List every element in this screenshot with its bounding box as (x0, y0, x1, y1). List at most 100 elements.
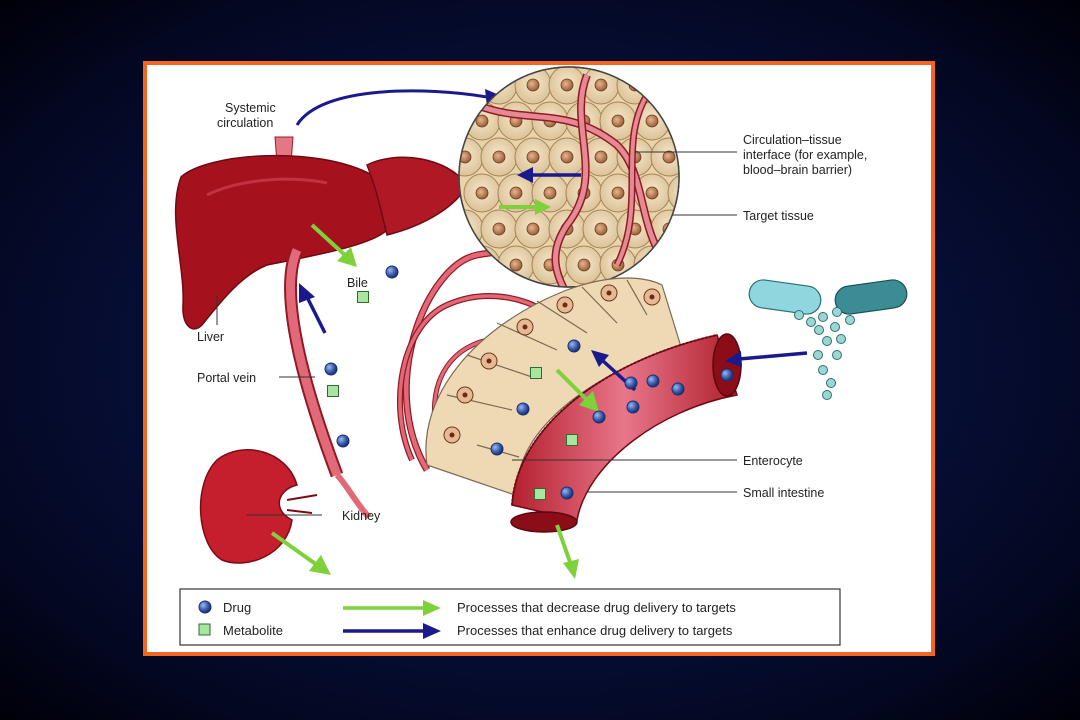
metabolite-molecules (327, 291, 578, 500)
tissue-cell (667, 245, 679, 285)
portal-vein (284, 247, 372, 520)
nucleolus (486, 358, 492, 364)
pellet (822, 390, 832, 400)
metabolite-molecule (327, 385, 339, 397)
cell-nucleus (645, 258, 659, 272)
nucleolus (449, 432, 455, 438)
nucleolus (606, 290, 612, 296)
legend-metabolite-label: Metabolite (223, 623, 283, 638)
pellet (806, 317, 816, 327)
kidney (199, 449, 318, 564)
pellet (814, 325, 824, 335)
drug-molecule (560, 486, 574, 500)
tissue-cell (667, 101, 679, 141)
drug-molecule (336, 434, 350, 448)
cell-nucleus (680, 259, 692, 271)
cell-nucleus (594, 222, 608, 236)
pellet (794, 310, 804, 320)
cell-nucleus (509, 258, 523, 272)
label-portal-vein: Portal vein (197, 371, 256, 385)
cell-nucleus (560, 150, 574, 164)
cell-nucleus (509, 186, 523, 200)
drug-molecule (567, 339, 581, 353)
drug-molecules (324, 265, 734, 500)
cell-nucleus (611, 114, 625, 128)
pellet (832, 307, 842, 317)
nucleolus (522, 324, 528, 330)
cell-nucleus (475, 258, 489, 272)
cell-nucleus (492, 222, 506, 236)
cell-nucleus (662, 150, 676, 164)
cell-nucleus (611, 186, 625, 200)
cell-nucleus (475, 114, 489, 128)
drug-molecule (516, 402, 530, 416)
capsule-pellets (794, 307, 855, 400)
blue-arrows (299, 167, 808, 392)
drug-molecule (626, 400, 640, 414)
drug-molecule (720, 368, 734, 382)
drug-molecule (592, 410, 606, 424)
legend-blue-arrow-icon (343, 623, 441, 639)
pellet (818, 312, 828, 322)
pellet (822, 336, 832, 346)
cell-nucleus (560, 78, 574, 92)
liver (174, 136, 468, 330)
label-circulation: circulation (217, 116, 273, 130)
cell-nucleus (526, 78, 540, 92)
cell-nucleus (526, 222, 540, 236)
green-arrows (270, 199, 599, 579)
label-interface-1: Circulation–tissue (743, 133, 842, 147)
target-tissue-inset (458, 66, 692, 288)
metabolite-molecule (566, 434, 578, 446)
cell-nucleus (680, 115, 692, 127)
leader-lines (216, 151, 737, 516)
drug-distribution-diagram: Systemic circulation Circulation–tissue … (174, 66, 908, 646)
diagram-frame: Systemic circulation Circulation–tissue … (143, 61, 935, 656)
drug-molecule (385, 265, 399, 279)
cell-nucleus (526, 150, 540, 164)
pellet (813, 350, 823, 360)
tissue-cell (667, 173, 679, 213)
label-kidney: Kidney (342, 509, 381, 523)
cell-nucleus (594, 150, 608, 164)
drug-molecule (646, 374, 660, 388)
label-systemic: Systemic (225, 101, 276, 115)
label-bile: Bile (347, 276, 368, 290)
pellet (845, 315, 855, 325)
pellet (818, 365, 828, 375)
label-liver: Liver (197, 330, 224, 344)
drug-molecule (324, 362, 338, 376)
cell-nucleus (594, 78, 608, 92)
cell-nucleus (475, 186, 489, 200)
legend-drug-label: Drug (223, 600, 251, 615)
cell-nucleus (680, 187, 692, 199)
label-enterocyte: Enterocyte (743, 454, 803, 468)
pellet (832, 350, 842, 360)
legend-green-arrow-icon (343, 600, 441, 616)
cell-nucleus (492, 150, 506, 164)
capsule (748, 279, 908, 315)
drug-molecule (671, 382, 685, 396)
nucleolus (462, 392, 468, 398)
legend-box (179, 588, 841, 646)
cell-nucleus (459, 78, 472, 92)
tissue-cell (616, 67, 654, 105)
nucleolus (649, 294, 655, 300)
metabolite-molecule (357, 291, 369, 303)
legend-enhance-label: Processes that enhance drug delivery to … (457, 623, 733, 638)
enterocyte-layer (425, 277, 683, 496)
drug-molecule (624, 376, 638, 390)
label-small-intestine: Small intestine (743, 486, 824, 500)
pellet (826, 378, 836, 388)
legend: Drug Metabolite Processes that decrease … (179, 588, 841, 646)
cell-nucleus (662, 78, 676, 92)
legend-decrease-label: Processes that decrease drug delivery to… (457, 600, 736, 615)
legend-metabolite-icon (198, 623, 211, 636)
label-interface-3: blood–brain barrier) (743, 163, 852, 177)
metabolite-molecule (534, 488, 546, 500)
pellet (830, 322, 840, 332)
cell-nucleus (577, 258, 591, 272)
small-intestine (510, 333, 742, 533)
legend-drug-icon (198, 600, 212, 614)
label-target-tissue: Target tissue (743, 209, 814, 223)
